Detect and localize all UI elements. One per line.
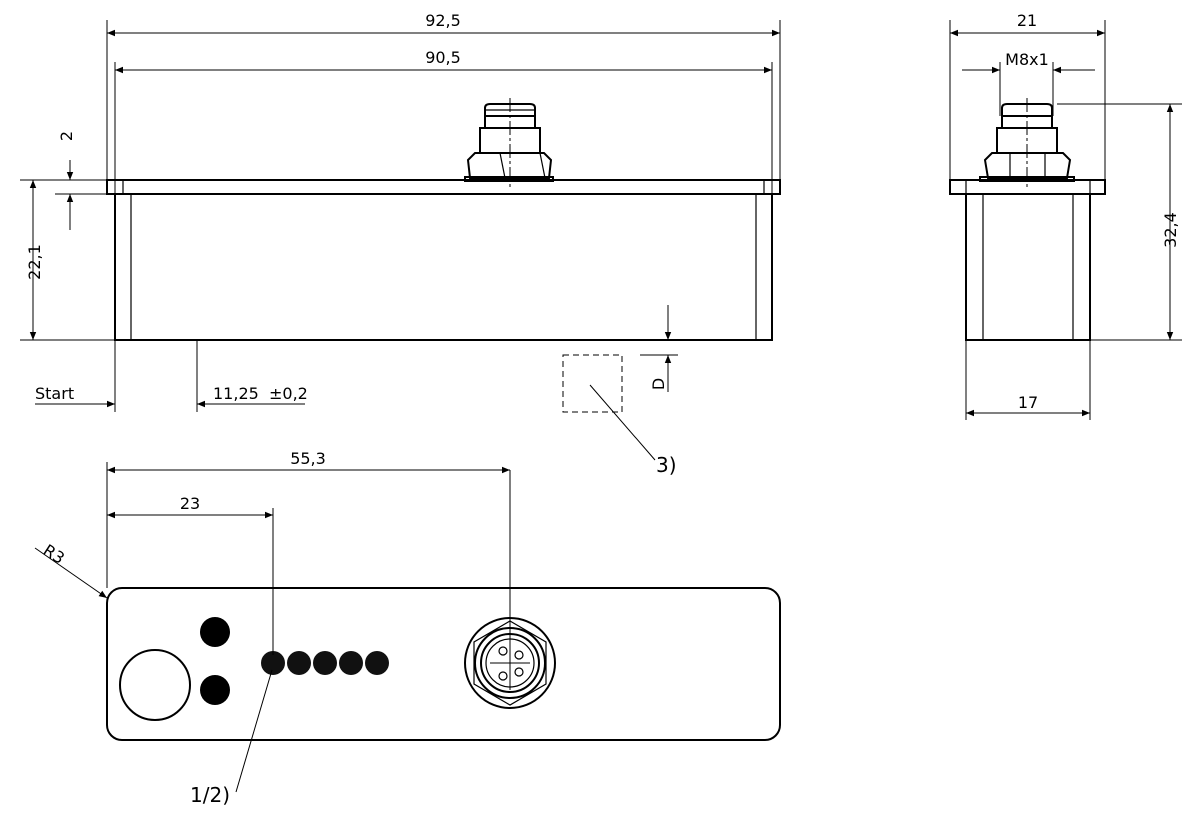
connector-front bbox=[464, 98, 554, 190]
button-2 bbox=[200, 675, 230, 705]
dim-thread: M8x1 bbox=[1005, 50, 1049, 69]
dim-radius: R3 bbox=[40, 540, 68, 568]
start-label: Start bbox=[35, 384, 74, 403]
dim-overall-length: 92,5 bbox=[425, 11, 461, 30]
sensor-top-outline bbox=[106, 587, 781, 741]
mounting-plate bbox=[106, 179, 781, 195]
led bbox=[313, 651, 337, 675]
led bbox=[261, 651, 285, 675]
dim-body-length: 90,5 bbox=[425, 48, 461, 67]
dim-body-width: 17 bbox=[1018, 393, 1038, 412]
sensor-body bbox=[114, 193, 773, 341]
dim-led-position: 23 bbox=[180, 494, 200, 513]
note-leds: 1/2) bbox=[190, 783, 230, 807]
sensor-face bbox=[119, 649, 191, 721]
connector-side bbox=[979, 98, 1075, 190]
led bbox=[365, 651, 389, 675]
front-view: 92,5 90,5 2 22,1 Start 11,25 ±0,2 D 3) bbox=[20, 11, 781, 477]
sensing-area bbox=[562, 354, 623, 413]
dim-connector-position: 55,3 bbox=[290, 449, 326, 468]
led bbox=[339, 651, 363, 675]
dim-body-height: 22,1 bbox=[25, 244, 44, 280]
dim-start-offset: 11,25 ±0,2 bbox=[213, 384, 308, 403]
dim-distance: D bbox=[649, 378, 668, 390]
dim-plate-thickness: 2 bbox=[57, 131, 76, 141]
dim-plate-width: 21 bbox=[1017, 11, 1037, 30]
led bbox=[287, 651, 311, 675]
connector-top bbox=[464, 470, 556, 709]
note-sensing-area: 3) bbox=[656, 453, 677, 477]
led-row bbox=[261, 651, 389, 675]
dim-total-height: 32,4 bbox=[1161, 212, 1180, 248]
side-view: 21 M8x1 32,4 17 bbox=[949, 11, 1182, 420]
button-1 bbox=[200, 617, 230, 647]
top-view: 55,3 23 R3 1/2) bbox=[34, 449, 781, 807]
